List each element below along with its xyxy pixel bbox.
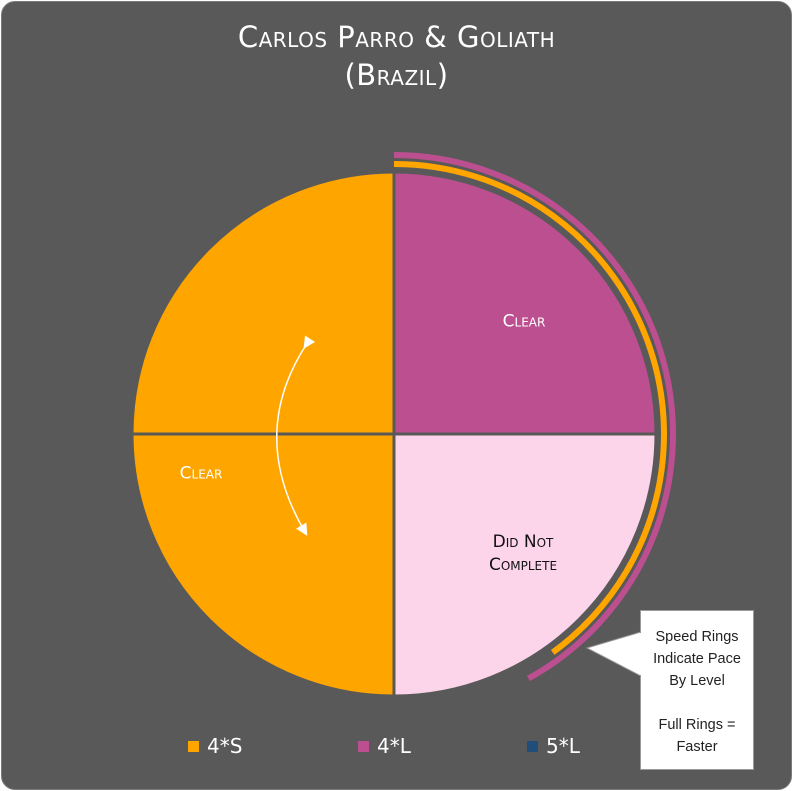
legend-item-5l: 5*L xyxy=(527,734,580,758)
label-bottom-right: Did Not Complete xyxy=(489,531,557,577)
slice-bottom-right xyxy=(392,432,658,698)
rotation-arrow xyxy=(276,335,316,536)
legend-swatch-4l xyxy=(358,740,369,752)
callout-line-4: Full Rings = xyxy=(658,717,736,733)
speed-ring-4s xyxy=(393,161,667,655)
callout-line-5: Faster xyxy=(676,739,718,755)
callout-line-2: Indicate Pace xyxy=(653,651,741,667)
label-top-right: Clear xyxy=(502,311,546,332)
label-bottom-right-line1: Did Not xyxy=(492,532,554,552)
speed-rings-callout: Speed Rings Indicate Pace By Level Full … xyxy=(640,610,754,770)
slice-top-right xyxy=(392,170,658,436)
legend-item-4l: 4*L xyxy=(358,734,411,758)
slice-bottom-left xyxy=(130,432,396,698)
title-line-1: Carlos Parro & Goliath xyxy=(237,20,556,54)
label-bottom-left: Clear xyxy=(179,463,223,484)
legend-label-4l: 4*L xyxy=(377,734,411,758)
speed-ring-4l xyxy=(393,152,676,682)
slice-top-left xyxy=(130,170,396,436)
label-bottom-right-line2: Complete xyxy=(488,555,558,575)
legend-label-5l: 5*L xyxy=(546,734,580,758)
callout-line-1: Speed Rings xyxy=(655,629,739,645)
legend-item-4s: 4*S xyxy=(188,734,242,758)
legend-label-4s: 4*S xyxy=(207,734,243,758)
legend-swatch-4s xyxy=(188,740,199,752)
chart-title: Carlos Parro & Goliath (Brazil) xyxy=(0,18,793,94)
legend-swatch-5l xyxy=(527,740,538,752)
callout-line-3: By Level xyxy=(669,673,725,689)
title-line-2: (Brazil) xyxy=(344,58,449,92)
